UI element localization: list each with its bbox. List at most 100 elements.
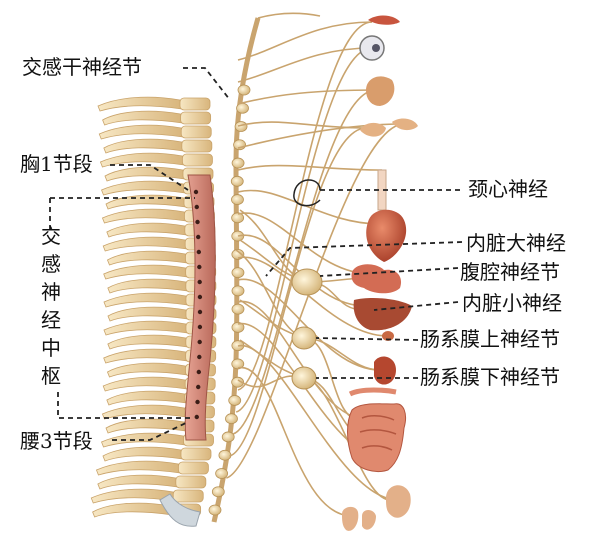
nerve-fibre [237,278,381,371]
vertebra-process [106,250,188,266]
liver [353,298,412,331]
trunk-ganglion [208,504,222,516]
segment-dot [196,249,202,255]
splanchnic-fibre [239,209,308,283]
trunk-ganglion [237,84,251,96]
segment-dot [197,324,203,330]
label-greater-splanchnic-nerve: 内脏大神经 [466,231,566,255]
trunk-ganglion [231,194,244,205]
vertebra-body [180,111,212,125]
vertebra-process [101,180,187,196]
trunk-ganglion [228,395,242,406]
segment-dot [197,264,202,270]
label-sympathetic-center: 交 感 神 经 中 枢 [40,222,62,390]
vertebra-process [107,334,189,350]
trunk-ganglion [230,175,244,187]
sacrum [159,493,201,527]
vertebra-process [103,292,189,308]
vertebra-process [104,166,186,182]
cervical-cardiac-loop [293,179,321,207]
trunk-ganglion [231,321,245,333]
pancreas [382,331,394,341]
segment-dot [193,189,199,195]
vertebra-body [178,461,209,475]
vertebra-body [172,489,204,503]
label-thoracic-1-segment: 胸1节段 [20,152,93,176]
vertebral-column [90,96,217,527]
vertebra-body [181,139,213,153]
colon [347,403,407,472]
vertebra-process [107,278,189,294]
vertebra-process [97,96,183,112]
vertebra-process [90,488,176,504]
trunk-ganglion [215,468,229,479]
vertebra-process [92,502,174,518]
segment-dot [196,234,201,240]
sympathetic-center-char: 交 [41,224,61,248]
vertebra-process [102,446,184,462]
adrenal-colon-strip [348,387,397,397]
lacrimal-gland [368,15,400,25]
segment-dot [194,204,199,210]
segment-dot [195,399,200,405]
trunk-ganglion [231,212,245,224]
label-sympathetic-trunk-ganglion: 交感干神经节 [22,55,142,79]
kidney [374,356,396,385]
vertebra-process [95,460,181,476]
nerve-fibre [237,164,383,171]
vertebra-process [103,138,185,154]
nerve-fibre [226,123,405,479]
trunk-ganglion [211,486,225,498]
label-superior-mesenteric-ganglion: 肠系膜上神经节 [420,327,560,351]
label-cervical-cardiac-nerve: 颈心神经 [468,177,548,201]
segment-dot [197,294,203,300]
nerve-fibre [229,127,367,457]
vertebra-body [180,447,212,461]
vertebra-process [99,152,185,168]
segment-dot [197,309,203,315]
segment-dot [196,384,201,390]
vertebra-process [106,362,188,378]
segment-dot [197,339,202,345]
trunk-ganglion [236,102,249,114]
parotid-gland [366,76,395,106]
sympathetic-center-char: 经 [41,308,61,332]
heart [366,209,407,262]
trunk-ganglion [218,449,232,461]
segment-dot [194,414,199,420]
segment-dot [196,369,202,375]
trunk-ganglion [231,230,245,242]
vertebra-process [105,418,187,434]
vertebra-process [106,222,188,238]
trunk-ganglion [231,157,245,169]
label-lumbar-3-segment: 腰3节段 [20,429,93,453]
spinal-cord [184,174,216,441]
segment-dot [197,279,202,285]
vertebra-process [98,124,184,140]
trunk-ganglion [221,431,235,443]
inferior-mesenteric-ganglion-shape [291,366,317,390]
trunk-ganglion [225,413,238,425]
organs [342,15,418,531]
superior-mesenteric-ganglion-shape [291,326,317,350]
stomach [351,264,402,294]
vertebra-process [105,194,187,210]
cranial-fibre [257,12,321,19]
vertebra-process [102,110,184,126]
nerve-fibre [232,89,377,435]
trunk-ganglion [231,285,245,297]
vertebra-process [103,264,189,280]
trunk-ganglion [231,267,245,279]
leader-lines [49,67,463,441]
celiac-ganglion [291,268,323,296]
trunk-ganglion [231,303,245,315]
nerve-fibre [237,123,405,149]
vertebra-process [101,208,187,224]
vertebra-body [182,153,213,167]
vertebra-process [103,320,189,336]
vertebra-process [102,376,188,392]
sympathetic-center-char: 枢 [41,364,61,388]
nerve-fibre [237,21,373,61]
bladder [386,485,411,518]
